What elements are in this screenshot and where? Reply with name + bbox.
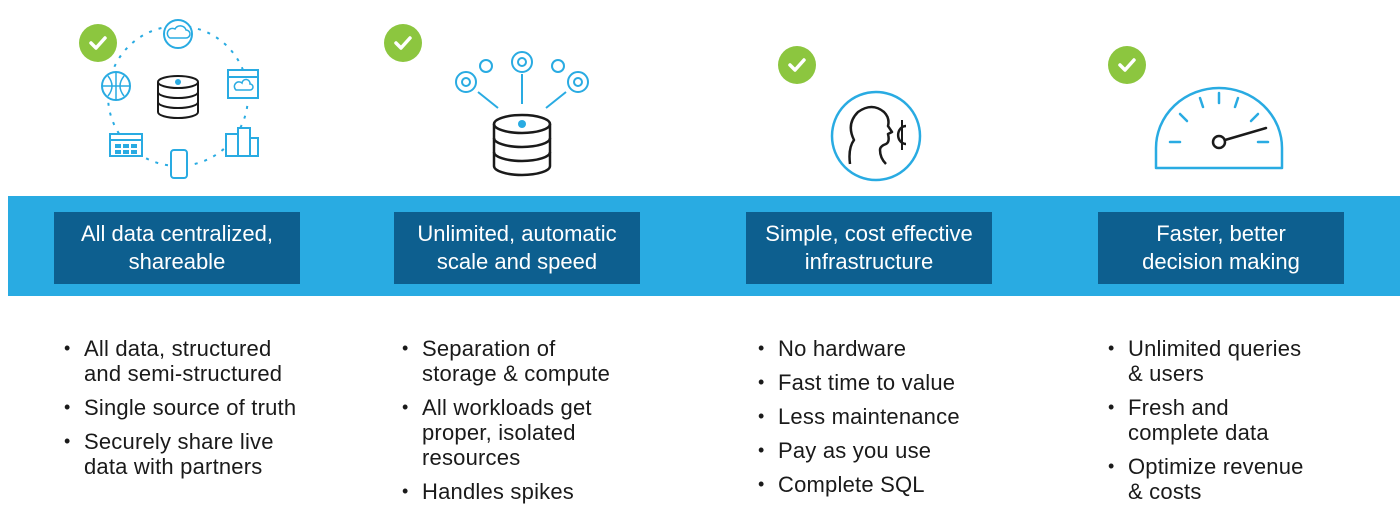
title-text: Faster, better decision making [1142,221,1300,274]
database-gears-icon [455,51,589,177]
bullet-item: Complete SQL [758,472,1038,497]
icon-area [48,0,348,190]
icon-area [744,0,1044,190]
bullet-item: No hardware [758,336,1038,361]
bullet-item: All workloads get proper, isolated resou… [402,395,682,470]
checkmark-icon [384,24,422,62]
bullet-item: Less maintenance [758,404,1038,429]
bullet-item: Single source of truth [64,395,344,420]
bullet-item: Handles spikes [402,479,682,504]
title-text: Simple, cost effective infrastructure [765,221,973,274]
bullet-item: Optimize revenue & costs [1108,454,1388,504]
data-network-icon [101,19,259,179]
icon-area [384,0,692,190]
speedometer-icon [1154,86,1284,170]
bullet-item: Separation of storage & compute [402,336,682,386]
title-text: Unlimited, automatic scale and speed [417,221,617,274]
person-cost-icon [830,90,922,182]
title-box: All data centralized, shareable [54,212,300,284]
title-box: Unlimited, automatic scale and speed [394,212,640,284]
checkmark-icon [778,46,816,84]
bullet-item: Fresh and complete data [1108,395,1388,445]
bullet-item: Fast time to value [758,370,1038,395]
bullet-item: All data, structured and semi-structured [64,336,344,386]
bullet-item: Securely share live data with partners [64,429,344,479]
bullet-list: No hardware Fast time to value Less main… [758,336,1038,506]
title-box: Simple, cost effective infrastructure [746,212,992,284]
title-box: Faster, better decision making [1098,212,1344,284]
bullet-item: Pay as you use [758,438,1038,463]
checkmark-icon [79,24,117,62]
checkmark-icon [1108,46,1146,84]
column-simple-infrastructure: Simple, cost effective infrastructure No… [744,0,1044,524]
bullet-item: Unlimited queries & users [1108,336,1388,386]
column-faster-decisions: Faster, better decision making Unlimited… [1096,0,1396,524]
title-text: All data centralized, shareable [81,221,273,274]
bullet-list: Separation of storage & compute All work… [402,336,682,513]
bullet-list: All data, structured and semi-structured… [64,336,344,488]
icon-area [1096,0,1396,190]
column-data-centralized: All data centralized, shareable All data… [48,0,348,524]
bullet-list: Unlimited queries & users Fresh and comp… [1108,336,1388,513]
column-unlimited-scale: Unlimited, automatic scale and speed Sep… [384,0,692,524]
